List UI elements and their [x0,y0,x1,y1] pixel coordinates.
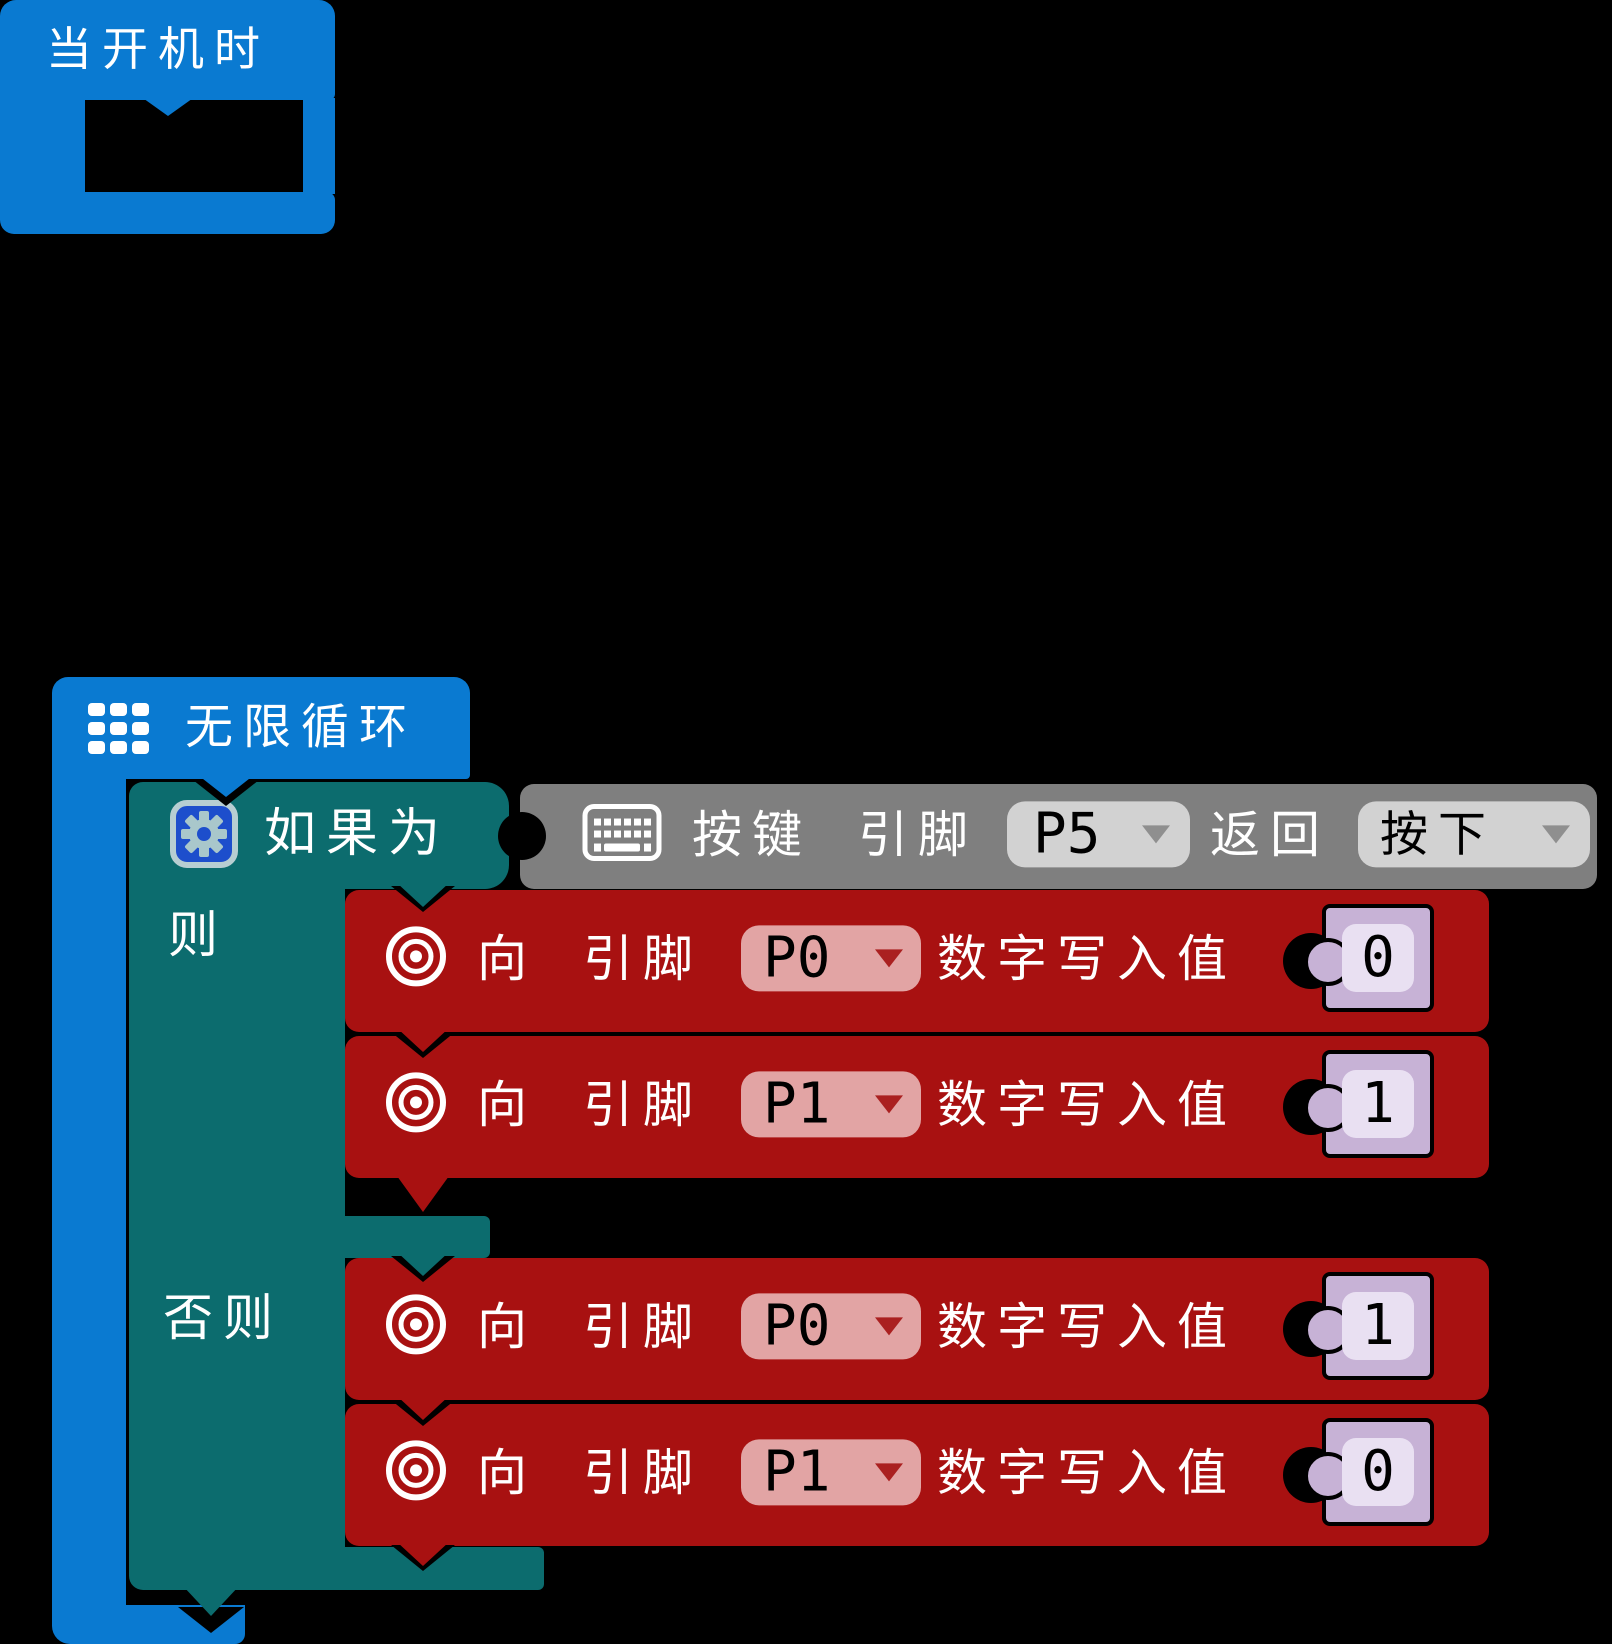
dw-pin-value: P0 [763,1293,831,1359]
dw-pin-label: 引脚 [583,930,703,988]
dw-pin-dropdown[interactable]: P1 [741,1439,921,1506]
dw-pin-dropdown[interactable]: P1 [741,1071,921,1138]
if-else-bottom-tab [183,1586,239,1616]
dw-pin-label: 引脚 [583,1444,703,1502]
on-start-block[interactable]: 当开机时 [0,0,335,100]
gear-icon[interactable] [170,800,238,868]
keyboard-icon [582,803,662,865]
forever-inner-tab [198,775,254,797]
number-input-field[interactable]: 0 [1342,1438,1414,1506]
condition-left-socket [498,812,546,860]
number-input-field[interactable]: 0 [1342,924,1414,992]
dw-prefix: 向 [477,930,537,988]
condition-pin-dropdown[interactable]: P5 [1007,800,1190,867]
if-label: 如果为 [264,804,451,864]
dw-action-label: 数字写入值 [937,1444,1237,1502]
chevron-down-icon [875,1095,903,1114]
dw-pin-dropdown[interactable]: P0 [741,1293,921,1360]
chevron-down-icon [875,949,903,968]
dw-prefix: 向 [477,1444,537,1502]
number-value-block[interactable]: 0 [1304,904,1434,1012]
number-value-block[interactable]: 0 [1304,1418,1434,1526]
else-label: 否则 [163,1289,283,1347]
number-input-field[interactable]: 1 [1342,1070,1414,1138]
number-input-field[interactable]: 1 [1342,1292,1414,1360]
on-start-left-spine[interactable] [0,98,85,194]
on-start-label: 当开机时 [46,22,270,76]
then-label: 则 [168,906,228,964]
number-value: 0 [1361,1439,1395,1504]
dw-action-label: 数字写入值 [937,930,1237,988]
number-value-block[interactable]: 1 [1304,1272,1434,1380]
dw-pin-dropdown[interactable]: P0 [741,925,921,992]
if-else-divider-bar [129,1216,490,1258]
condition-pin-value: P5 [1033,800,1101,866]
condition-return-label: 返回 [1210,805,1330,864]
dw-pin-label: 引脚 [583,1076,703,1134]
dw-pin-value: P1 [763,1439,831,1505]
forever-block[interactable]: 无限循环 [52,677,470,779]
digital-write-block-else-2[interactable]: 向 引脚 P1 数字写入值 0 [345,1404,1489,1546]
on-start-inner-tab [140,96,196,116]
target-icon [385,1439,447,1505]
chevron-down-icon [1542,824,1570,843]
dw-pin-value: P0 [763,925,831,991]
else-branch-tab [397,1252,449,1276]
digital-write-block-then-2[interactable]: 向 引脚 P1 数字写入值 1 [345,1036,1489,1178]
dw-pin-label: 引脚 [583,1298,703,1356]
then-branch-tab [397,883,449,907]
block-tab [397,1028,449,1052]
block-tab [397,1542,449,1566]
dw-action-label: 数字写入值 [937,1298,1237,1356]
block-tab [397,1396,449,1420]
digital-write-block-else-1[interactable]: 向 引脚 P0 数字写入值 1 [345,1258,1489,1400]
condition-keyword: 按键 [692,805,812,864]
chevron-down-icon [1142,824,1170,843]
block-tab [397,1176,449,1212]
dw-prefix: 向 [477,1298,537,1356]
dw-pin-value: P1 [763,1071,831,1137]
on-start-right-wall[interactable] [303,98,335,194]
number-value: 1 [1361,1071,1395,1136]
on-start-foot[interactable] [0,192,335,234]
target-icon [385,925,447,991]
digital-write-block-then-1[interactable]: 向 引脚 P0 数字写入值 0 [345,890,1489,1032]
condition-state-value: 按下 [1380,805,1497,862]
button-condition-block[interactable]: 按键 引脚 P5 返回 按下 [498,784,1597,889]
target-icon [385,1293,447,1359]
condition-state-dropdown[interactable]: 按下 [1358,800,1590,867]
number-value-block[interactable]: 1 [1304,1050,1434,1158]
number-value: 1 [1361,1293,1395,1358]
chevron-down-icon [875,1463,903,1482]
forever-label: 无限循环 [185,699,418,755]
dw-action-label: 数字写入值 [937,1076,1237,1134]
number-value: 0 [1361,925,1395,990]
dw-prefix: 向 [477,1076,537,1134]
forever-left-spine[interactable] [52,777,126,1609]
target-icon [385,1071,447,1137]
grid-icon [88,703,150,758]
chevron-down-icon [875,1317,903,1336]
condition-pin-label: 引脚 [858,805,978,864]
if-else-bottom-bar [129,1547,544,1590]
